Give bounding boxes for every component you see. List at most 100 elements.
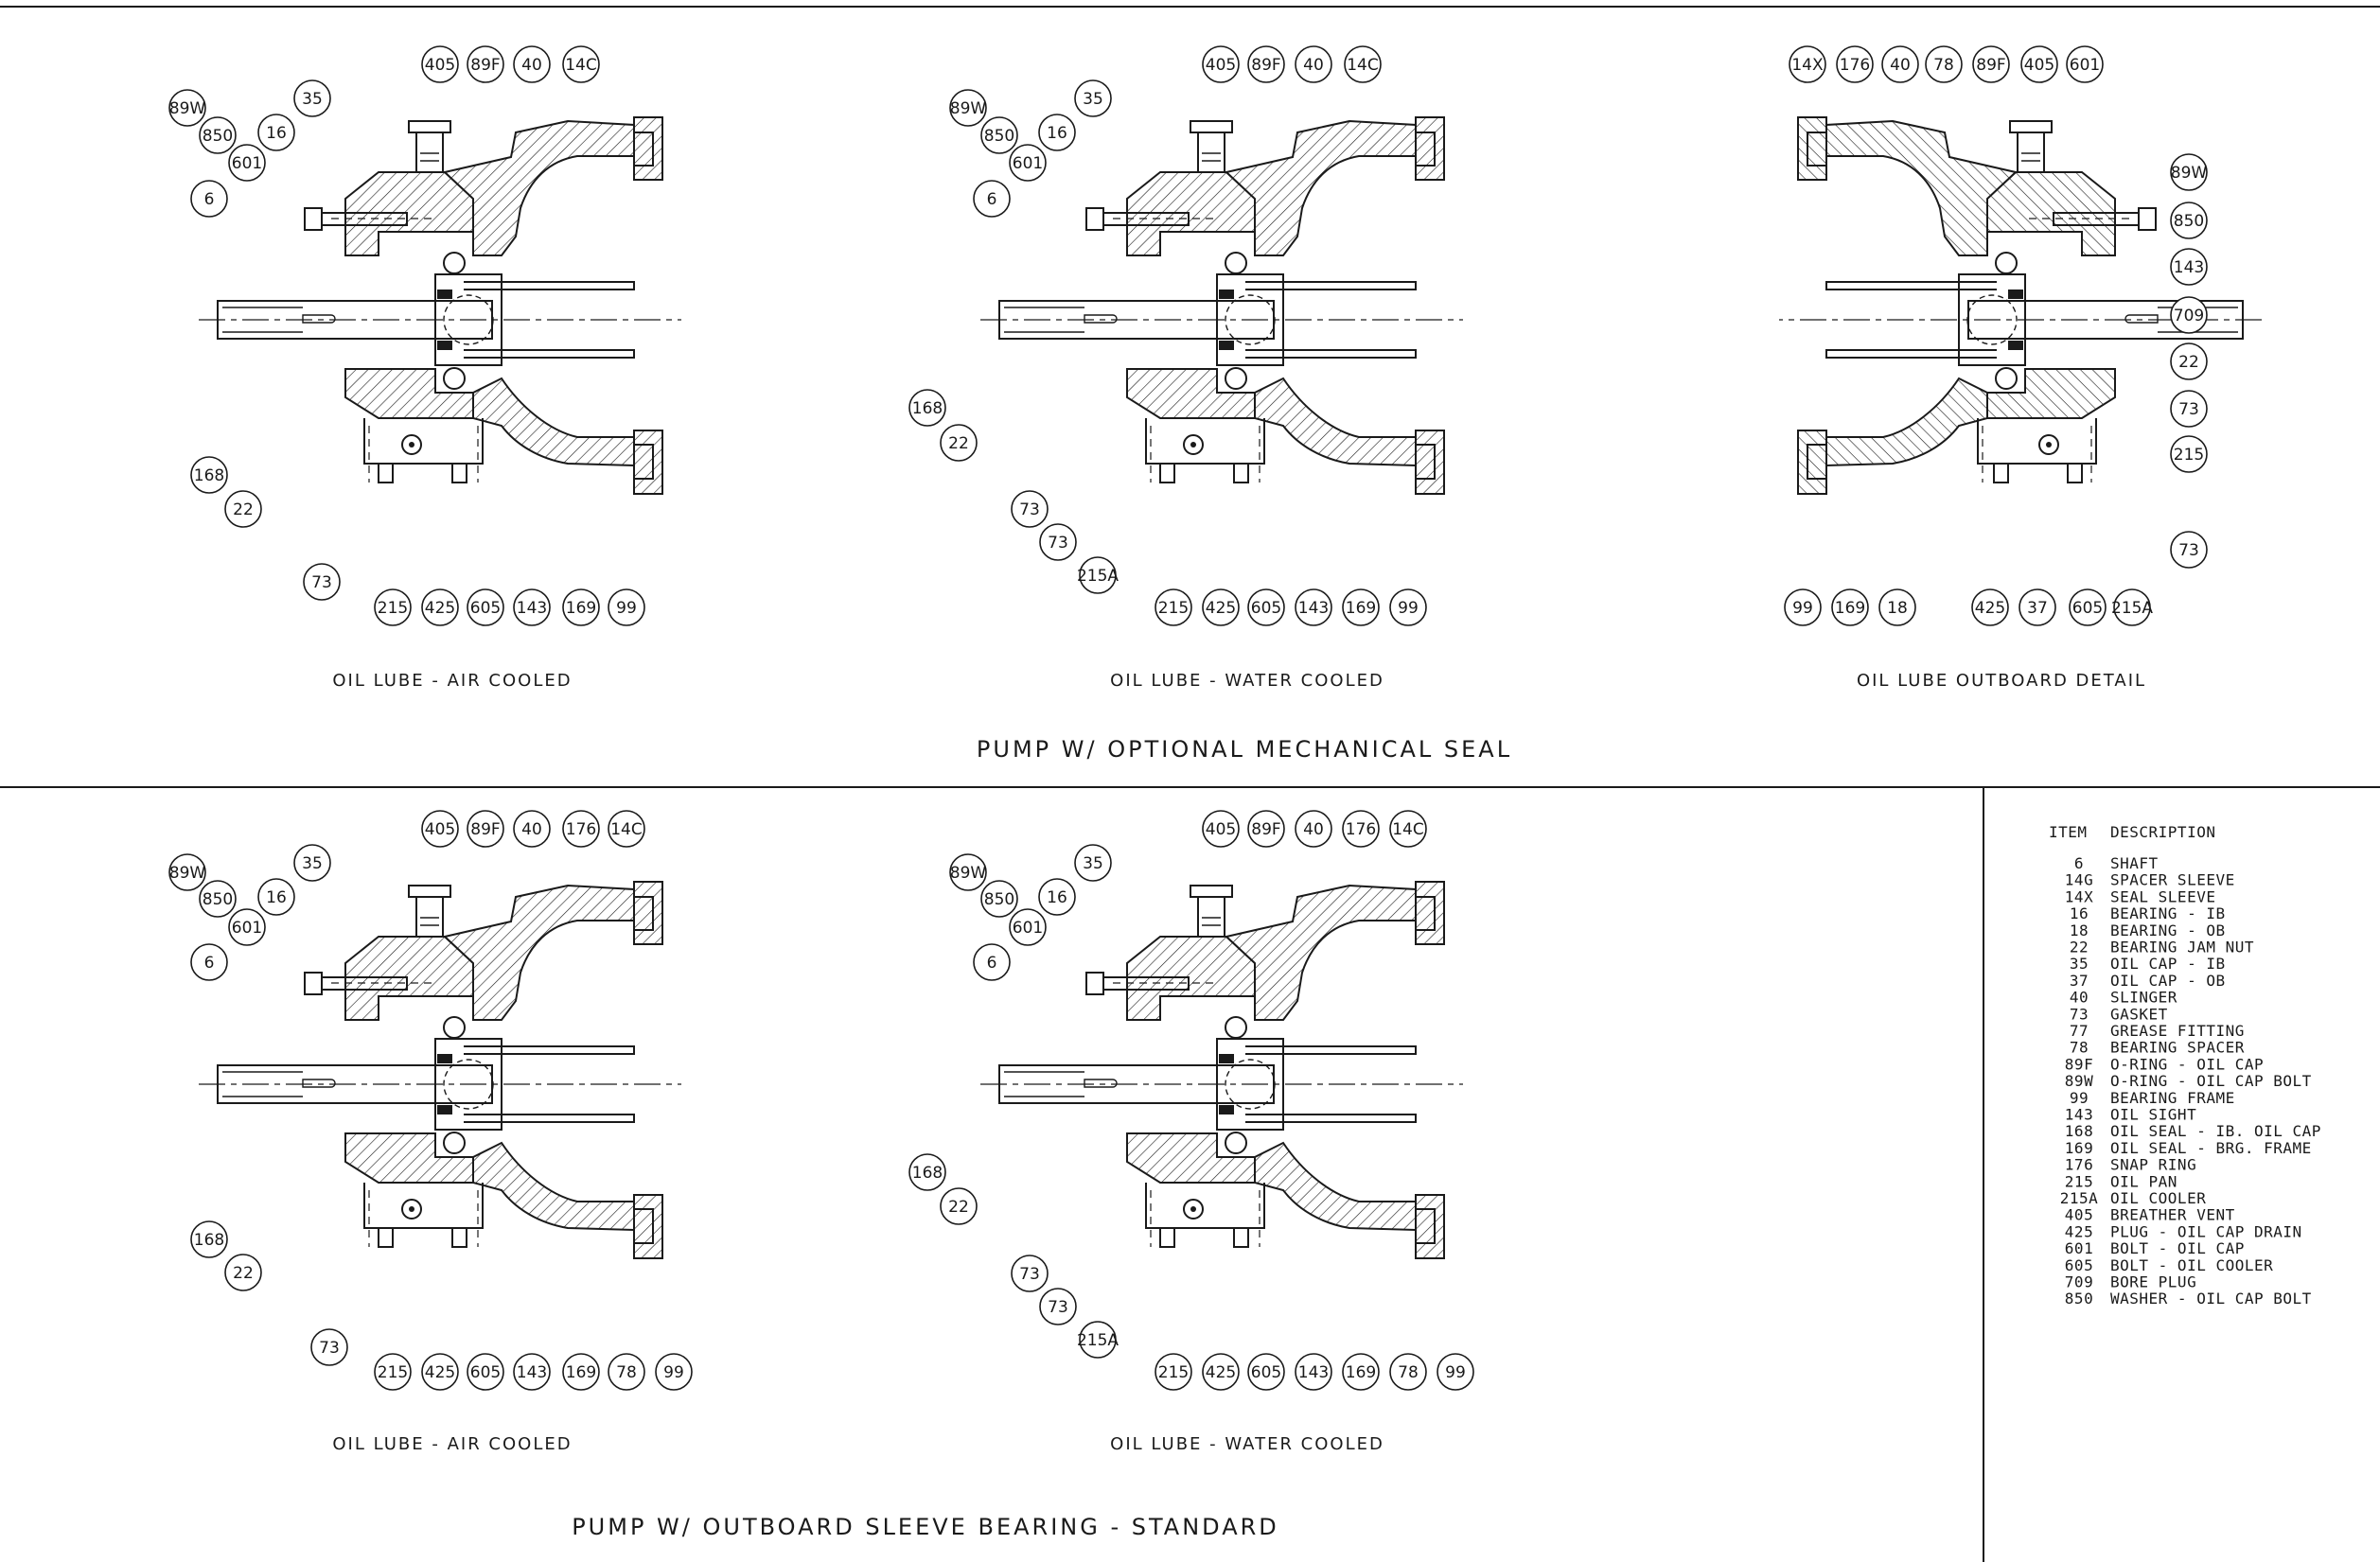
callout-balloon: 40 — [513, 810, 551, 848]
balloon-label: 850 — [2174, 212, 2204, 231]
callout-balloon: 14C — [608, 810, 645, 848]
balloon-circle — [199, 116, 237, 154]
parts-item-number: 89F — [2065, 1055, 2093, 1073]
balloon-circle — [1972, 45, 2010, 83]
balloon-label: 22 — [948, 434, 969, 453]
balloon-circle — [2170, 390, 2208, 428]
balloon-circle — [1011, 1255, 1049, 1292]
callout-balloon: 605 — [1247, 588, 1285, 626]
balloon-label: 405 — [1206, 56, 1236, 75]
balloon-label: 73 — [311, 573, 332, 592]
balloon-circle — [2170, 435, 2208, 473]
balloon-label: 168 — [194, 466, 224, 485]
balloon-circle — [980, 116, 1018, 154]
balloon-circle — [1039, 523, 1077, 561]
balloon-circle — [2170, 153, 2208, 191]
balloon-label: 850 — [984, 127, 1014, 146]
balloon-circle — [1202, 1353, 1240, 1391]
balloon-label: 169 — [1346, 599, 1376, 618]
balloon-label: 605 — [1251, 1363, 1281, 1382]
balloon-circle — [1155, 588, 1192, 626]
balloon-label: 89W — [169, 99, 206, 118]
balloon-label: 169 — [1835, 599, 1865, 618]
balloon-label: 40 — [521, 56, 542, 75]
callout-balloon: 601 — [1009, 144, 1047, 182]
balloon-label: 14C — [610, 820, 643, 839]
balloon-circle — [513, 810, 551, 848]
balloon-label: 169 — [566, 599, 596, 618]
balloon-label: 73 — [2178, 400, 2199, 419]
balloon-label: 73 — [319, 1339, 340, 1358]
parts-item-number: 850 — [2065, 1290, 2093, 1308]
parts-item-number: 169 — [2065, 1139, 2093, 1157]
parts-item-description: GREASE FITTING — [2110, 1022, 2245, 1040]
balloon-circle — [1074, 844, 1112, 882]
balloon-circle — [467, 1353, 504, 1391]
balloon-circle — [467, 588, 504, 626]
balloon-label: 176 — [1346, 820, 1376, 839]
view-caption: OIL LUBE - WATER COOLED — [1110, 1434, 1384, 1454]
balloon-circle — [940, 424, 978, 462]
callout-balloon: 40 — [513, 45, 551, 83]
balloon-label: 215 — [1158, 1363, 1189, 1382]
sheet-border — [0, 6, 2380, 1562]
balloon-label: 14C — [565, 56, 597, 75]
balloon-circle — [562, 45, 600, 83]
callout-balloon: 89F — [467, 45, 504, 83]
callout-balloon: 99 — [1437, 1353, 1474, 1391]
balloon-circle — [1925, 45, 1963, 83]
callout-balloon: 35 — [1074, 79, 1112, 117]
balloon-label: 6 — [204, 954, 215, 973]
callout-balloon: 73 — [303, 563, 341, 601]
parts-item-description: O-RING - OIL CAP BOLT — [2110, 1072, 2312, 1090]
balloon-circle — [2170, 202, 2208, 239]
callout-balloon: 35 — [293, 844, 331, 882]
callout-balloon: 169 — [562, 1353, 600, 1391]
parts-item-description: OIL CAP - OB — [2110, 972, 2226, 990]
balloon-circle — [224, 490, 262, 528]
balloon-circle — [1079, 1321, 1117, 1359]
balloon-circle — [421, 1353, 459, 1391]
balloon-circle — [1038, 878, 1076, 916]
balloon-label: 89F — [1251, 820, 1280, 839]
balloon-label: 601 — [232, 154, 262, 173]
balloon-label: 89F — [470, 56, 500, 75]
parts-item-description: SLINGER — [2110, 989, 2177, 1007]
callout-balloon: 73 — [2170, 531, 2208, 569]
balloon-label: 22 — [233, 1264, 254, 1283]
balloon-circle — [1247, 45, 1285, 83]
callout-balloon: 215 — [1155, 588, 1192, 626]
balloon-label: 215A — [1077, 1331, 1119, 1350]
callout-balloon: 89W — [949, 89, 987, 127]
view-caption: OIL LUBE - AIR COOLED — [332, 671, 572, 691]
balloon-label: 850 — [984, 890, 1014, 909]
balloon-circle — [513, 45, 551, 83]
balloon-label: 89F — [1976, 56, 2005, 75]
balloon-circle — [513, 588, 551, 626]
callout-balloon: 601 — [228, 144, 266, 182]
balloon-circle — [1202, 810, 1240, 848]
parts-item-number: 14X — [2065, 887, 2093, 905]
view-top-middle — [979, 116, 1464, 495]
balloon-circle — [190, 180, 228, 218]
balloon-label: 605 — [2072, 599, 2103, 618]
callout-balloon: 405 — [421, 45, 459, 83]
callout-balloon: 73 — [1039, 1288, 1077, 1325]
balloon-circle — [1342, 1353, 1380, 1391]
parts-item-description: BOLT - OIL CAP — [2110, 1239, 2245, 1257]
balloon-circle — [1831, 588, 1869, 626]
balloon-label: 176 — [1840, 56, 1870, 75]
balloon-circle — [374, 588, 412, 626]
balloon-circle — [421, 45, 459, 83]
balloon-label: 99 — [1792, 599, 1813, 618]
balloon-circle — [608, 588, 645, 626]
callout-balloon: 6 — [190, 180, 228, 218]
callout-balloon: 850 — [2170, 202, 2208, 239]
callout-balloon: 99 — [608, 588, 645, 626]
callout-balloon: 99 — [1389, 588, 1427, 626]
parts-item-number: 425 — [2065, 1222, 2093, 1240]
callout-balloon: 99 — [655, 1353, 693, 1391]
balloon-circle — [1009, 908, 1047, 946]
